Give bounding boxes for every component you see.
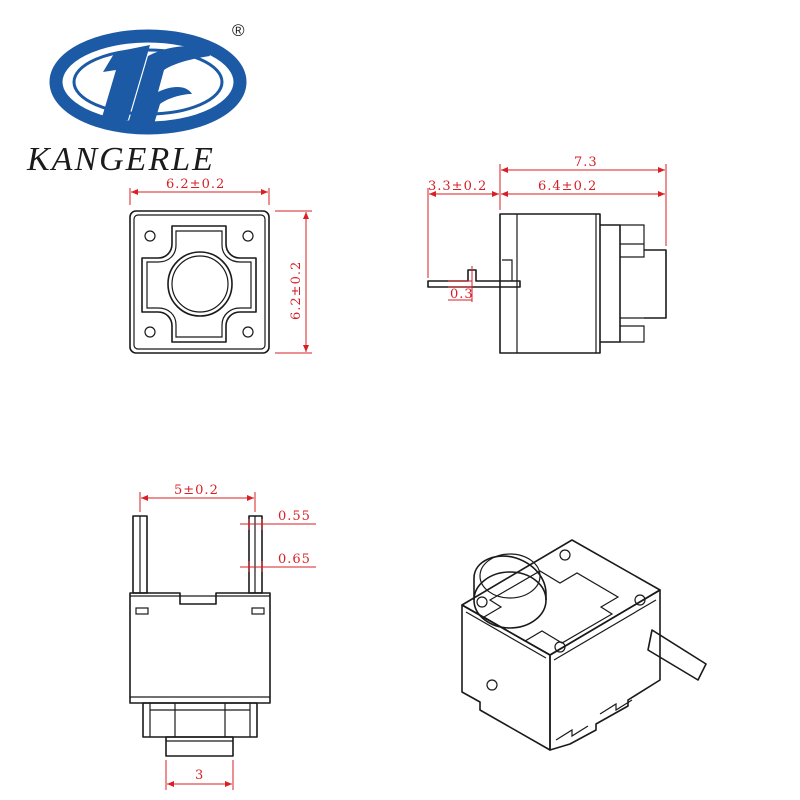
brand-name: KANGERLE: [26, 141, 215, 178]
isometric-view: [461, 539, 707, 751]
kangerle-logo: ® KANGERLE: [26, 21, 247, 178]
top-height-label: 6.2±0.2: [289, 261, 304, 320]
front-pin-spacing-label: 5±0.2: [174, 483, 219, 498]
front-pin-width-label: 0.55: [278, 509, 311, 524]
side-pin-extend-label: 3.3±0.2: [428, 179, 487, 194]
logo-k-mark: [100, 45, 210, 124]
side-pin-thickness-label: 0.3: [450, 287, 474, 302]
side-body-label: 6.4±0.2: [538, 179, 597, 194]
front-view: 5±0.2 0.55 0.65 3: [129, 483, 316, 790]
registered-mark: ®: [232, 21, 245, 40]
side-view: 7.3 3.3±0.2 6.4±0.2 0.3: [427, 155, 667, 354]
front-actuator-width-label: 3: [195, 768, 204, 783]
top-width-label: 6.2±0.2: [166, 177, 225, 192]
side-overall-label: 7.3: [574, 155, 598, 170]
logo-ellipse: [49, 29, 247, 135]
top-view: 6.2±0.2 6.2±0.2: [129, 177, 312, 354]
front-pin-step-label: 0.65: [278, 552, 311, 567]
